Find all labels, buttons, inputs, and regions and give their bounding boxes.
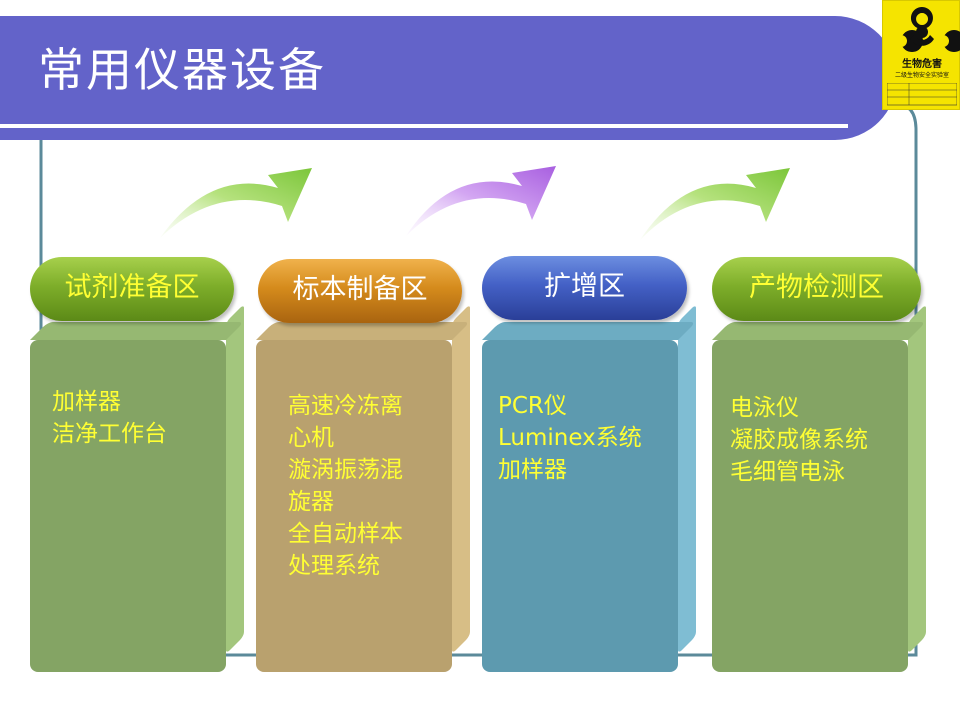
zone-label-4: 产物检测区 (712, 257, 921, 321)
list-item: 心机 (288, 425, 334, 451)
zone-items-2: 高速冷冻离 心机 漩涡振荡混 旋器 全自动样本 处理系统 (288, 390, 403, 582)
zone-box-4 (712, 304, 926, 672)
zone-box-1 (30, 304, 244, 672)
list-item: 处理系统 (288, 553, 380, 579)
list-item: 旋器 (288, 489, 334, 515)
list-item: 凝胶成像系统 (730, 427, 868, 453)
list-item: PCR仪 (498, 393, 567, 419)
biohazard-sign: 生物危害 二级生物安全实验室 (882, 0, 960, 110)
flow-arrow-3 (640, 168, 790, 240)
biohazard-label: 生物危害 (902, 59, 942, 70)
title-banner (0, 16, 895, 140)
biohazard-icon (895, 7, 960, 53)
zone-items-4: 电泳仪 凝胶成像系统 毛细管电泳 (730, 392, 868, 488)
list-item: 全自动样本 (288, 521, 403, 547)
zone-label-1: 试剂准备区 (30, 257, 234, 321)
list-item: 高速冷冻离 (288, 393, 403, 419)
biohazard-info-table (887, 83, 957, 106)
zone-items-1: 加样器 洁净工作台 (52, 386, 167, 450)
list-item: 电泳仪 (730, 395, 799, 421)
zone-box-3 (482, 304, 696, 672)
biohazard-sublabel: 二级生物安全实验室 (894, 72, 949, 79)
list-item: Luminex系统 (498, 425, 642, 451)
flow-arrow-1 (160, 168, 312, 238)
list-item: 加样器 (52, 389, 121, 415)
page-title: 常用仪器设备 (38, 43, 326, 97)
list-item: 加样器 (498, 457, 567, 483)
zone-label-2: 标本制备区 (258, 259, 462, 323)
zone-items-3: PCR仪 Luminex系统 加样器 (498, 390, 642, 486)
list-item: 洁净工作台 (52, 421, 167, 447)
list-item: 漩涡振荡混 (288, 457, 403, 483)
zone-box-2 (256, 304, 470, 672)
zone-label-3: 扩增区 (482, 256, 687, 320)
list-item: 毛细管电泳 (730, 459, 845, 485)
flow-arrow-2 (406, 166, 556, 236)
